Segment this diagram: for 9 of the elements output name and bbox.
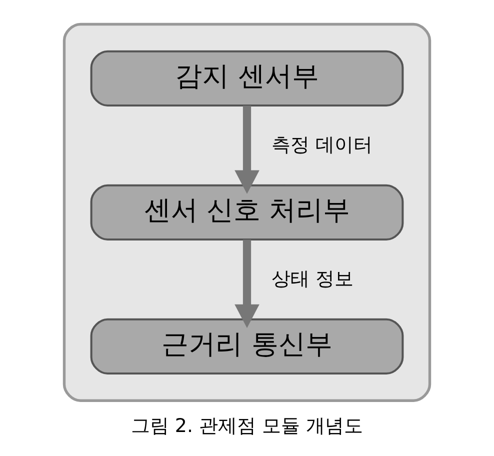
node-box: 센서 신호 처리부 <box>90 184 404 241</box>
arrow <box>234 106 260 194</box>
arrow <box>234 240 260 328</box>
edge-label: 상태 정보 <box>271 268 354 290</box>
edge-label: 측정 데이터 <box>271 134 372 156</box>
caption: 그림 2. 관제점 모듈 개념도 <box>130 415 364 438</box>
cluster <box>62 22 432 402</box>
node-box: 근거리 통신부 <box>90 318 404 375</box>
node-box: 감지 센서부 <box>90 50 404 106</box>
